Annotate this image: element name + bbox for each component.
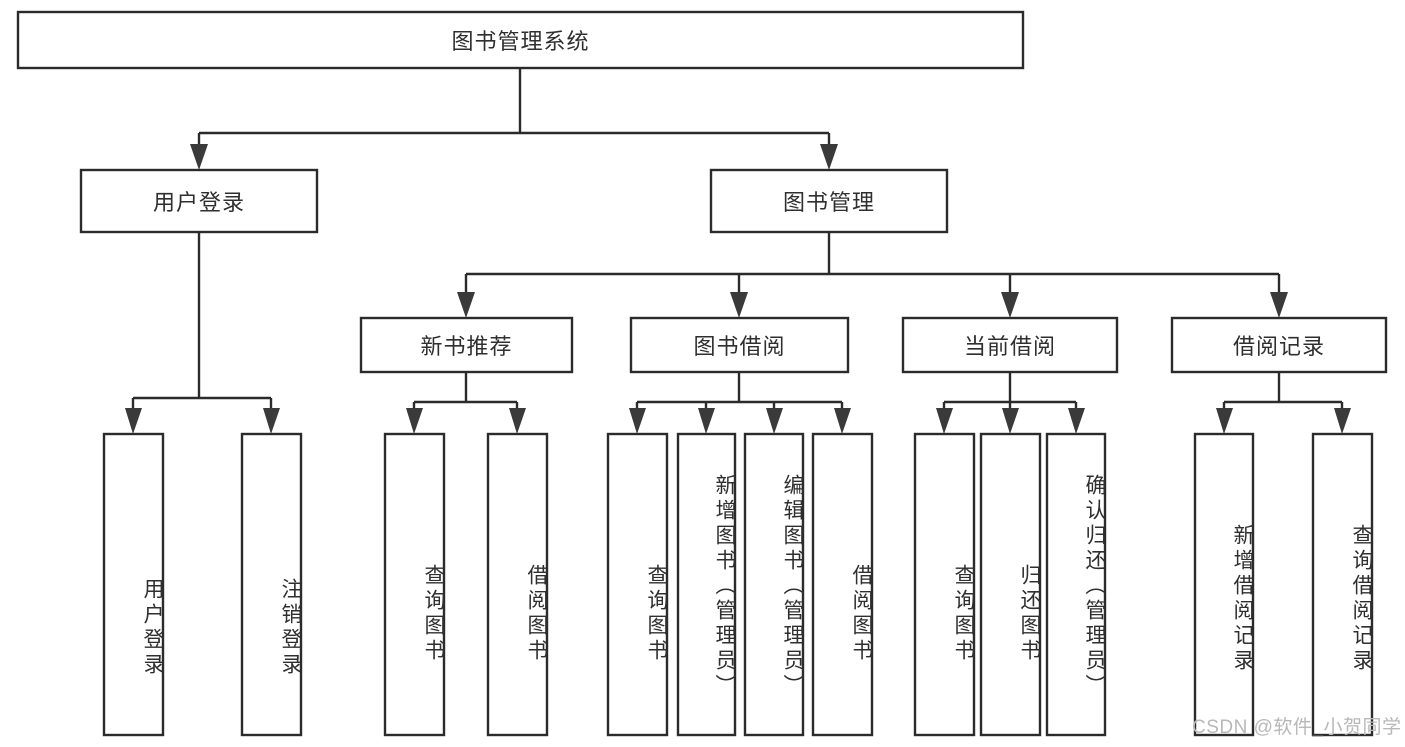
node-box-book-borrow[interactable] (629, 316, 850, 374)
arrow-head-icon (1002, 408, 1019, 434)
connector-borrowrecord-to-leaves (1216, 372, 1351, 434)
arrow-head-icon (766, 408, 783, 434)
arrow-head-icon (730, 292, 748, 318)
arrow-head-icon (629, 408, 646, 434)
node-box-book-management[interactable] (709, 168, 949, 234)
arrow-head-icon (936, 408, 953, 434)
node-box-leaf-edit-book[interactable] (743, 432, 805, 737)
arrow-head-icon (1068, 408, 1085, 434)
node-box-leaf-query-borrow-record[interactable] (1311, 432, 1374, 737)
node-box-leaf-logout[interactable] (240, 432, 303, 737)
arrow-head-icon (698, 408, 715, 434)
arrow-head-icon (834, 408, 851, 434)
node-box-new-book-recommend[interactable] (359, 316, 574, 374)
node-box-user-login[interactable] (79, 168, 319, 234)
node-box-leaf-add-book[interactable] (676, 432, 737, 737)
connector-userlogin-to-leaves (125, 232, 280, 434)
node-box-leaf-borrow-book[interactable] (811, 432, 874, 737)
node-box-leaf-add-borrow-record[interactable] (1193, 432, 1255, 737)
node-box-leaf-confirm-return[interactable] (1045, 432, 1107, 737)
node-box-leaf-query-book-new[interactable] (383, 432, 446, 737)
arrow-head-icon (406, 408, 423, 434)
arrow-head-icon (457, 292, 475, 318)
arrow-head-icon (509, 408, 526, 434)
arrow-head-icon (190, 144, 208, 170)
arrow-head-icon (1270, 292, 1288, 318)
node-box-current-borrow[interactable] (901, 316, 1119, 374)
connector-bookborrow-to-leaves (629, 372, 851, 434)
arrow-head-icon (1216, 408, 1233, 434)
node-box-leaf-user-login[interactable] (102, 432, 165, 737)
arrow-head-icon (1001, 292, 1019, 318)
connector-currentborrow-to-leaves (936, 372, 1085, 434)
arrow-head-icon (125, 408, 142, 434)
arrow-head-icon (1334, 408, 1351, 434)
watermark-text: CSDN @软件_小贺同学 (1192, 717, 1402, 738)
connector-newbook-to-leaves (406, 372, 526, 434)
node-box-leaf-query-book-current[interactable] (913, 432, 976, 737)
node-box-root[interactable] (16, 10, 1025, 70)
connector-bookmgmt-to-level3 (457, 232, 1288, 318)
node-box-leaf-query-book-borrow[interactable] (606, 432, 669, 737)
node-box-leaf-return-book[interactable] (979, 432, 1042, 737)
node-box-leaf-borrow-book-new[interactable] (486, 432, 549, 737)
arrow-head-icon (820, 144, 838, 170)
connector-root-to-level2 (190, 68, 838, 170)
arrow-head-icon (263, 408, 280, 434)
node-box-borrow-record[interactable] (1170, 316, 1388, 374)
